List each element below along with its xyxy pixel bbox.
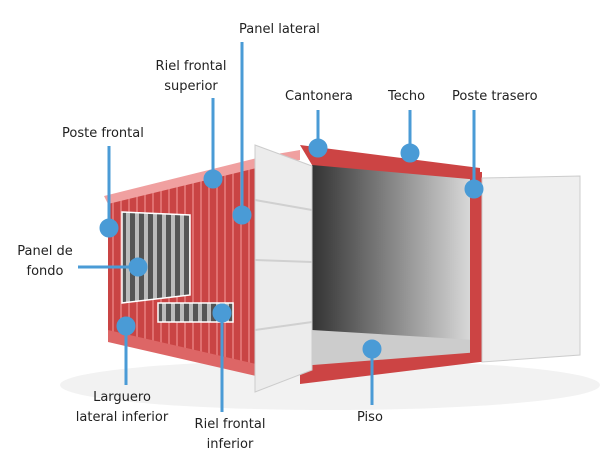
label-poste-trasero: Poste trasero [452, 89, 538, 104]
label-riel-frontal-superior: Riel frontal superior [148, 57, 234, 97]
top-rail [104, 150, 300, 204]
marker-cantonera [308, 138, 328, 158]
label-line: Riel frontal [155, 59, 227, 74]
marker-poste-frontal [99, 218, 119, 238]
front-top-rail [300, 145, 480, 180]
label-line: Riel frontal [194, 417, 266, 432]
marker-larguero [116, 316, 136, 336]
shadow [60, 360, 600, 410]
marker-poste-trasero [464, 179, 484, 199]
label-panel-de-fondo: Panel de fondo [10, 242, 80, 282]
label-line: superior [164, 79, 218, 94]
label-line: fondo [26, 264, 64, 279]
marker-techo [400, 143, 420, 163]
label-piso: Piso [357, 410, 383, 425]
label-line: Panel de [17, 244, 73, 259]
label-line: lateral inferior [75, 410, 169, 425]
marker-panel-fondo [128, 257, 148, 277]
right-door [481, 175, 581, 363]
rear-post [470, 172, 482, 362]
panel-cutaway [121, 211, 191, 304]
marker-riel-inferior [212, 303, 232, 323]
marker-piso [362, 339, 382, 359]
label-line: Larguero [93, 390, 151, 405]
label-cantonera: Cantonera [285, 89, 353, 104]
label-techo: Techo [388, 89, 426, 104]
front-bottom-rail [300, 352, 480, 384]
interior [312, 160, 475, 372]
label-larguero-lateral-inferior: Larguero lateral inferior [64, 388, 180, 428]
marker-panel-lateral [232, 205, 252, 225]
marker-riel-superior [203, 169, 223, 189]
label-line: inferior [206, 437, 254, 452]
label-poste-frontal: Poste frontal [62, 126, 144, 141]
label-riel-frontal-inferior: Riel frontal inferior [182, 415, 278, 455]
left-door [254, 144, 313, 393]
label-panel-lateral: Panel lateral [239, 22, 320, 37]
bottom-rail [108, 330, 265, 378]
